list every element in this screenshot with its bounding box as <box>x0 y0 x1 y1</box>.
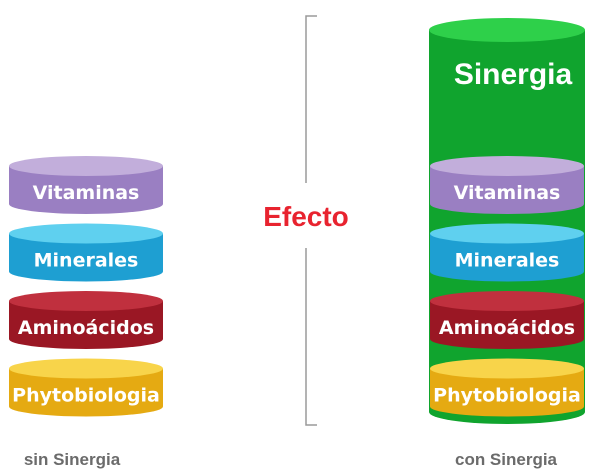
layer-label: Vitaminas <box>33 182 140 204</box>
bracket-lower-line <box>305 248 317 426</box>
layer-label: Phytobiologia <box>12 385 160 407</box>
layer-label: Aminoácidos <box>439 317 575 339</box>
synergy-label: Sinergia <box>454 58 573 91</box>
left-layer-minerales: Minerales <box>9 223 163 282</box>
layer-cylinder-top <box>430 223 584 244</box>
left-layer-vitaminas: Vitaminas <box>9 156 163 214</box>
right-layer-vitaminas: Vitaminas <box>430 156 584 214</box>
caption-without-synergy: sin Sinergia <box>24 450 121 469</box>
right-layer-aminoacidos: Aminoácidos <box>430 291 584 349</box>
layer-cylinder-body <box>9 166 163 214</box>
layer-cylinder-top <box>430 358 584 379</box>
layer-cylinder-body <box>430 233 584 282</box>
layer-label: Minerales <box>34 250 139 272</box>
layer-cylinder-body <box>430 301 584 349</box>
bracket-upper-line <box>305 15 317 183</box>
layer-cylinder-top <box>430 291 584 311</box>
layer-stack-without-synergy: VitaminasMineralesAminoácidosPhytobiolog… <box>9 156 163 417</box>
layer-stack-with-synergy: VitaminasMineralesAminoácidosPhytobiolog… <box>430 156 584 417</box>
layer-cylinder-top <box>9 358 163 379</box>
layer-cylinder-body <box>9 301 163 349</box>
layer-label: Minerales <box>455 250 560 272</box>
effect-bracket: Efecto <box>263 15 349 426</box>
layer-cylinder-top <box>9 156 163 176</box>
layer-cylinder-body <box>430 166 584 214</box>
layer-cylinder-body <box>430 368 584 417</box>
synergy-cylinder-top <box>429 18 585 42</box>
caption-with-synergy: con Sinergia <box>455 450 558 469</box>
left-layer-aminoacidos: Aminoácidos <box>9 291 163 349</box>
left-layer-phytobiologia: Phytobiologia <box>9 358 163 417</box>
layer-label: Aminoácidos <box>18 317 154 339</box>
layer-label: Phytobiologia <box>433 385 581 407</box>
right-layer-phytobiologia: Phytobiologia <box>430 358 584 417</box>
right-layer-minerales: Minerales <box>430 223 584 282</box>
layer-cylinder-body <box>9 233 163 282</box>
layer-cylinder-top <box>9 291 163 311</box>
effect-label: Efecto <box>263 201 349 232</box>
layer-cylinder-body <box>9 368 163 417</box>
layer-cylinder-top <box>9 223 163 244</box>
layer-label: Vitaminas <box>454 182 561 204</box>
layer-cylinder-top <box>430 156 584 176</box>
